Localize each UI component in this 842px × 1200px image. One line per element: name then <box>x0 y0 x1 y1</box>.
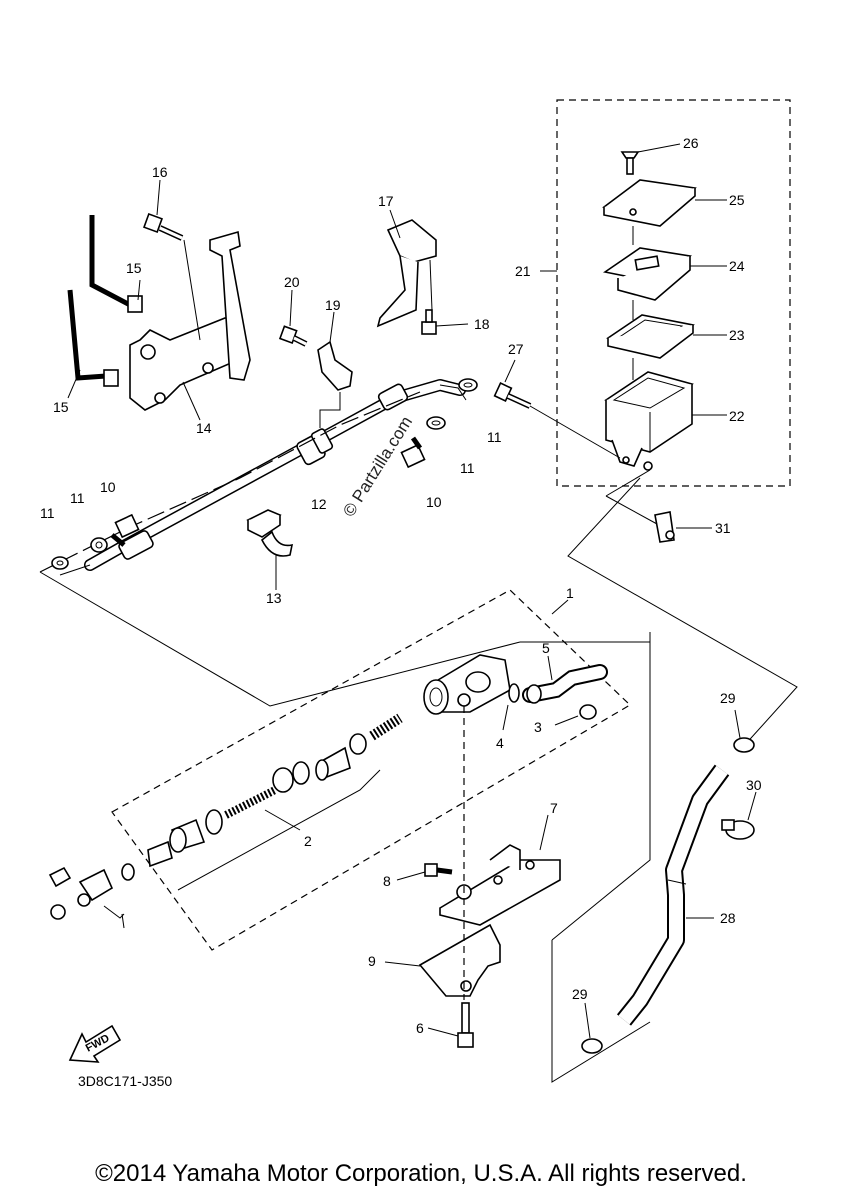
part-5-hose-fitting[interactable] <box>522 655 608 704</box>
label-part-22: 22 <box>729 408 745 424</box>
label-part-11-d: 11 <box>460 460 475 476</box>
part-12-brake-hose[interactable] <box>59 379 467 576</box>
label-part-24: 24 <box>729 258 745 274</box>
label-part-21: 21 <box>515 263 531 279</box>
part-2-piston-kit[interactable] <box>147 713 403 891</box>
fwd-arrow-icon: FWD <box>68 1024 122 1063</box>
label-part-11-a: 11 <box>40 505 55 521</box>
label-part-29-b: 29 <box>572 986 588 1002</box>
part-13-clamp[interactable] <box>246 509 294 590</box>
label-part-3: 3 <box>534 719 542 735</box>
label-part-13: 13 <box>266 590 282 606</box>
label-part-5: 5 <box>542 640 550 656</box>
label-part-28: 28 <box>720 910 736 926</box>
part-10-union-bolt-b[interactable] <box>400 436 426 469</box>
label-part-10-a: 10 <box>100 479 116 495</box>
label-part-9: 9 <box>368 953 376 969</box>
part-28-hose[interactable] <box>616 764 730 1026</box>
part-8-bolt[interactable] <box>396 863 453 881</box>
part-11-washer-c[interactable] <box>458 378 478 392</box>
label-part-4: 4 <box>496 735 504 751</box>
label-part-6: 6 <box>416 1020 424 1036</box>
reservoir-assembly-group <box>540 99 791 487</box>
part-23-diaphragm[interactable] <box>606 314 727 380</box>
label-part-27: 27 <box>508 341 524 357</box>
label-part-14: 14 <box>196 420 212 436</box>
label-part-16: 16 <box>152 164 168 180</box>
part-25-cap[interactable] <box>602 179 727 245</box>
part-15-lead-a[interactable] <box>67 215 143 399</box>
label-part-31: 31 <box>715 520 731 536</box>
label-part-23: 23 <box>729 327 745 343</box>
part-17-bracket[interactable] <box>376 209 437 328</box>
part-7-bracket[interactable] <box>439 814 561 926</box>
label-part-29-a: 29 <box>720 690 736 706</box>
label-part-12: 12 <box>311 496 327 512</box>
label-part-2: 2 <box>304 833 312 849</box>
label-part-30: 30 <box>746 777 762 793</box>
label-part-1: 1 <box>566 585 574 601</box>
part-31-clip[interactable] <box>605 469 712 543</box>
part-27-bolt[interactable] <box>493 359 621 459</box>
part-29-clip-b[interactable] <box>581 1002 603 1054</box>
part-18-bolt[interactable] <box>421 309 469 335</box>
part-9-guard[interactable] <box>384 923 501 997</box>
label-part-11-b: 11 <box>70 490 85 506</box>
part-29-clip-a[interactable] <box>733 709 755 753</box>
part-16-bolt[interactable] <box>143 179 201 341</box>
copyright-notice: ©2014 Yamaha Motor Corporation, U.S.A. A… <box>95 1160 747 1187</box>
label-part-19: 19 <box>325 297 341 313</box>
label-part-8: 8 <box>383 873 391 889</box>
label-part-25: 25 <box>729 192 745 208</box>
part-rod-clevis[interactable] <box>48 863 135 929</box>
part-22-reservoir-body[interactable] <box>604 371 727 471</box>
part-11-washer-d[interactable] <box>426 416 446 430</box>
label-part-18: 18 <box>474 316 490 332</box>
part-19-bracket[interactable] <box>317 311 353 428</box>
label-part-26: 26 <box>683 135 699 151</box>
label-part-11-c: 11 <box>487 429 502 445</box>
label-part-15-a: 15 <box>126 260 142 276</box>
label-part-20: 20 <box>284 274 300 290</box>
part-master-cylinder-body[interactable] <box>423 654 511 715</box>
drawing-code: 3D8C171-J350 <box>78 1073 172 1089</box>
part-20-bolt[interactable] <box>278 289 308 347</box>
label-part-15-b: 15 <box>53 399 69 415</box>
part-10-union-bolt-a[interactable] <box>110 513 140 547</box>
part-11-washer-a[interactable] <box>51 556 69 570</box>
part-11-washer-b[interactable] <box>90 537 108 553</box>
part-24-diaphragm-plate[interactable] <box>602 247 727 320</box>
part-6-bolt[interactable] <box>427 1002 474 1048</box>
label-part-17: 17 <box>378 193 394 209</box>
part-4-o-ring[interactable] <box>502 683 520 731</box>
part-30-clamp[interactable] <box>721 791 757 840</box>
label-part-7: 7 <box>550 800 558 816</box>
label-part-10-b: 10 <box>426 494 442 510</box>
part-3-clip[interactable] <box>554 704 597 726</box>
part-14-bracket[interactable] <box>129 230 251 421</box>
part-26-screw[interactable] <box>620 143 681 175</box>
